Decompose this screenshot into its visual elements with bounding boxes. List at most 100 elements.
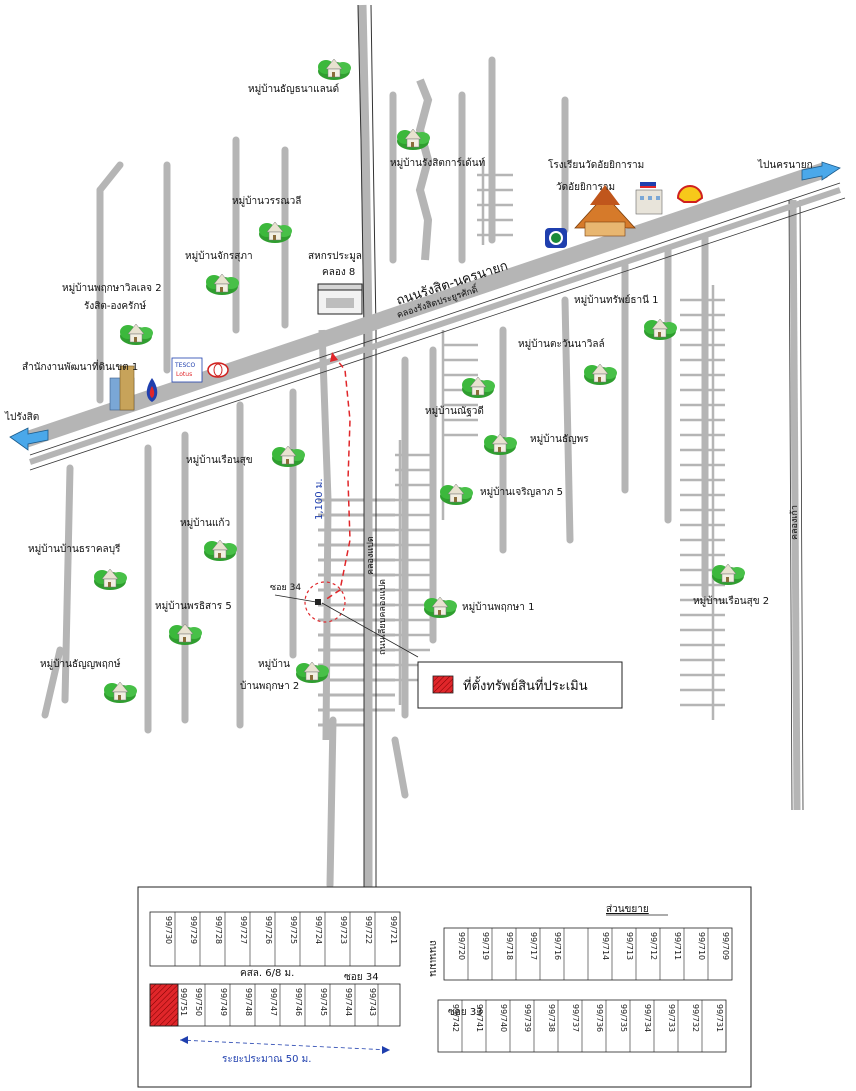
khlong-9-label: คลองเก้า [789, 505, 800, 540]
place-label: บ้านพฤกษา 2 [240, 680, 299, 692]
lot-label: 99/723 [339, 916, 348, 944]
plan-row-4: 99/742 99/741 99/740 99/739 99/738 99/73… [437, 999, 727, 1053]
place-label: หมู่บ้านพฤกษาวิลเลจ 2 [62, 282, 162, 294]
main-highway [22, 162, 846, 471]
lot-label: 99/747 [269, 988, 278, 1016]
place-label: คลอง 8 [322, 267, 355, 278]
lot-label: 99/727 [239, 916, 248, 944]
lot-label: 99/712 [649, 932, 658, 960]
arrow-left-icon [9, 427, 49, 451]
lot-label: 99/709 [721, 932, 730, 960]
distance-label: 1,100 ม. [314, 478, 325, 520]
plan-main-road-label: ถนนเมน [427, 940, 438, 977]
plot-plan: ส่วนขยาย ถนนเมน คสล. 6/8 ม. ซอย 34 ซอย 3… [137, 886, 752, 1088]
place-label: หมู่บ้านตะวันนาวิลล์ [518, 338, 605, 350]
ptt-icon [146, 378, 158, 402]
lot-label: 99/744 [344, 988, 353, 1016]
temple-icon [574, 185, 636, 237]
side-roads [41, 56, 709, 889]
subject-location-marker [315, 599, 321, 605]
lot-label: 99/740 [499, 1004, 508, 1032]
school-icon [635, 182, 663, 215]
lot-label: 99/729 [189, 916, 198, 944]
soi-comb-khlong8 [318, 498, 395, 727]
bank-icon [545, 228, 567, 248]
lot-label: 99/720 [457, 932, 466, 960]
plan-width-label: คสล. 6/8 ม. [240, 968, 294, 979]
coop-building-icon [317, 283, 363, 315]
plan-row-2: 99/751 99/750 99/749 99/748 99/747 99/74… [149, 983, 401, 1027]
lot-label: 99/750 [194, 988, 203, 1016]
lot-label: 99/711 [673, 932, 682, 960]
plan-distance-label: ระยะประมาณ 50 ม. [222, 1054, 311, 1065]
plan-dimension: ระยะประมาณ 50 ม. [179, 1036, 391, 1065]
lot-label: 99/728 [214, 916, 223, 944]
lot-label: 99/742 [451, 1004, 460, 1032]
khlong-8-label: คลองแปด [366, 536, 376, 575]
tesco-logo-text: TESCO [174, 362, 195, 369]
place-label: วัดอัยยิการาม [556, 182, 615, 193]
lot-label: 99/739 [523, 1004, 532, 1032]
route-start-arrow [330, 352, 338, 362]
soi-combs [395, 160, 725, 720]
lot-label: 99/713 [625, 932, 634, 960]
place-label: หมู่บ้านรังสิตการ์เด้นท์ [390, 157, 485, 169]
plan-title: ส่วนขยาย [606, 904, 649, 915]
place-label: สหกรประมูล [308, 251, 362, 262]
subject-location-circle [304, 581, 346, 623]
office-building-icon [109, 365, 135, 411]
lot-label: 99/743 [368, 988, 377, 1016]
legend-swatch [432, 675, 454, 694]
plan-soi-33-label: ซอย 33 [448, 1007, 483, 1018]
lot-label: 99/737 [571, 1004, 580, 1032]
lot-label: 99/734 [643, 1004, 652, 1032]
place-label: หมู่บ้านเรือนสุข [186, 454, 253, 466]
lot-label: 99/745 [319, 988, 328, 1016]
road-khlong-8-label: ถนนเลียบคลองแปด [377, 579, 388, 655]
khlong-9 [788, 199, 804, 811]
lot-label: 99/749 [219, 988, 228, 1016]
arrow-right-icon [801, 161, 841, 181]
plan-soi-34-label: ซอย 34 [344, 972, 379, 983]
lot-label: 99/721 [389, 916, 398, 944]
soi-34-pointer [274, 594, 317, 603]
lot-label: 99/710 [697, 932, 706, 960]
lot-label: 99/735 [619, 1004, 628, 1032]
lot-label: 99/725 [289, 916, 298, 944]
lot-label: 99/736 [595, 1004, 604, 1032]
place-label: โรงเรียนวัดอัยยิการาม [548, 158, 644, 171]
place-label: หมู่บ้าน [258, 658, 290, 670]
place-label: หมู่บ้านเรือนสุข 2 [693, 595, 769, 607]
place-label: หมู่บ้านทรัพย์ธานี 1 [574, 294, 659, 306]
lot-label: 99/746 [294, 988, 303, 1016]
place-label: หมู่บ้านพรธิสาร 5 [155, 600, 232, 612]
lot-label: 99/748 [244, 988, 253, 1016]
lot-label: 99/714 [601, 932, 610, 960]
lot-label: 99/730 [164, 916, 173, 944]
lot-label: 99/719 [481, 932, 490, 960]
plan-row-3: 99/720 99/719 99/718 99/717 99/716 99/71… [443, 927, 733, 981]
loop-road [415, 78, 433, 261]
lot-label: 99/726 [264, 916, 273, 944]
lot-label: 99/732 [691, 1004, 700, 1032]
khlong-8-road [318, 4, 377, 1080]
legend-label: ที่ตั้งทรัพย์สินที่ประเมิน [463, 676, 588, 694]
lot-label: 99/718 [505, 932, 514, 960]
direction-left-label: ไปรังสิต [4, 411, 39, 423]
legend-box: ที่ตั้งทรัพย์สินที่ประเมิน [417, 661, 623, 709]
legend-pointer [321, 602, 419, 658]
place-label: หมู่บ้านพฤกษา 1 [462, 601, 534, 613]
place-label: หมู่บ้านจักรสุภา [185, 250, 253, 262]
route-dashed-line [324, 354, 351, 601]
place-label: หมู่บ้านธัญธนาแลนด์ [248, 83, 339, 95]
place-label: หมู่บ้านธัญพร [530, 433, 589, 445]
place-label: หมู่บ้านเจริญลาภ 5 [480, 486, 563, 498]
plan-row-1: 99/730 99/729 99/728 99/727 99/726 99/72… [149, 911, 401, 967]
place-label: สำนักงานพัฒนาที่ดินเขต 1 [22, 359, 138, 373]
place-label: หมู่บ้านวรรณวลี [232, 195, 301, 207]
subject-lot [149, 983, 179, 1027]
place-label: หมู่บ้านณัฐวดี [425, 405, 484, 417]
lotus-logo-text: Lotus [176, 371, 192, 378]
place-label: หมู่บ้านธัญญพฤกษ์ [40, 658, 121, 670]
